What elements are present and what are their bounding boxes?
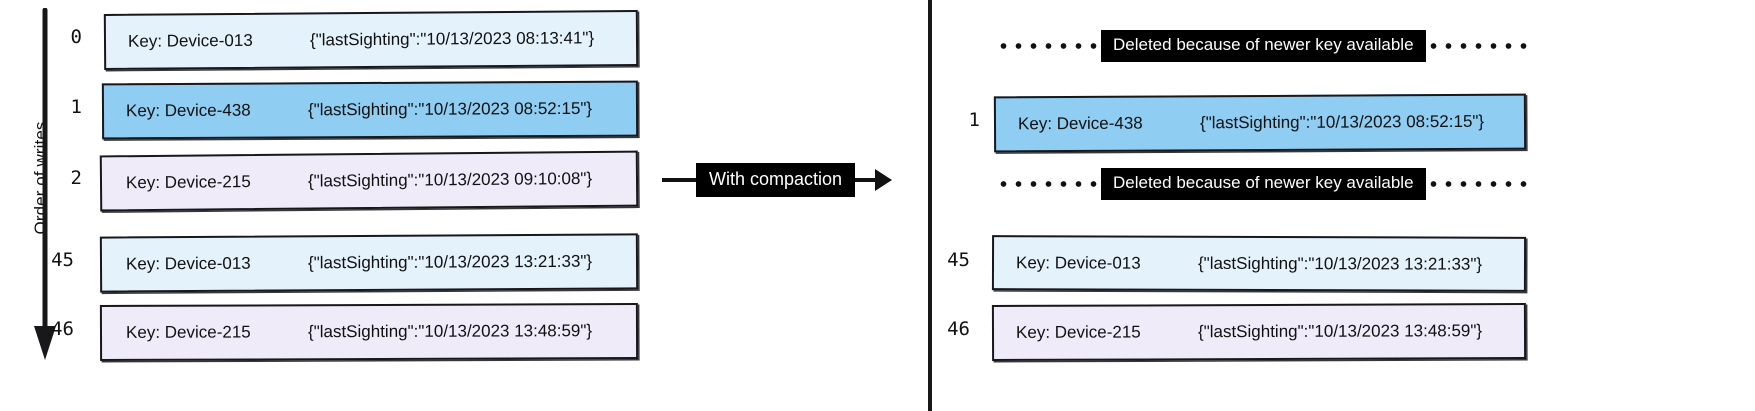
dotted-line-right xyxy=(1425,42,1534,49)
record-key: Key: Device-438 xyxy=(1017,113,1143,134)
record-box[interactable]: Key: Device-438 {"lastSighting":"10/13/2… xyxy=(993,93,1527,153)
record-box[interactable]: Key: Device-013 {"lastSighting":"10/13/2… xyxy=(103,10,639,70)
row-index: 46 xyxy=(51,318,74,340)
deleted-note-label: Deleted because of newer key available xyxy=(1101,30,1426,62)
row-index: 1 xyxy=(968,109,980,131)
arrow-tail xyxy=(662,177,696,182)
row-index: 45 xyxy=(51,249,74,271)
dotted-line-right xyxy=(1425,180,1534,187)
arrow-shaft xyxy=(855,177,876,182)
down-arrow-icon xyxy=(32,7,58,360)
record-box[interactable]: Key: Device-215 {"lastSighting":"10/13/2… xyxy=(99,150,639,212)
right-arrow-icon xyxy=(875,168,893,191)
record-key: Key: Device-438 xyxy=(125,100,251,121)
with-compaction-label: With compaction xyxy=(696,163,856,197)
record-value: {"lastSighting":"10/13/2023 13:21:33"} xyxy=(307,251,593,273)
record-box[interactable]: Key: Device-215 {"lastSighting":"10/13/2… xyxy=(991,302,1527,362)
record-key: Key: Device-215 xyxy=(125,322,251,342)
with-compaction-arrow: With compaction xyxy=(662,163,893,197)
deleted-note-label: Deleted because of newer key available xyxy=(1101,168,1426,200)
record-value: {"lastSighting":"10/13/2023 09:10:08"} xyxy=(307,168,593,191)
row-index: 0 xyxy=(70,26,82,48)
record-box[interactable]: Key: Device-215 {"lastSighting":"10/13/2… xyxy=(99,302,639,362)
record-key: Key: Device-215 xyxy=(125,172,251,193)
panel-divider xyxy=(928,0,932,411)
record-key: Key: Device-215 xyxy=(1015,322,1141,342)
record-value: {"lastSighting":"10/13/2023 13:48:59"} xyxy=(1197,321,1483,342)
row-index: 46 xyxy=(947,318,970,340)
row-index: 1 xyxy=(70,96,82,118)
record-box[interactable]: Key: Device-013 {"lastSighting":"10/13/2… xyxy=(99,233,639,293)
record-value: {"lastSighting":"10/13/2023 13:48:59"} xyxy=(307,321,593,342)
record-value: {"lastSighting":"10/13/2023 08:52:15"} xyxy=(307,98,593,120)
record-value: {"lastSighting":"10/13/2023 13:21:33"} xyxy=(1197,253,1483,274)
dotted-line-left xyxy=(996,180,1101,187)
row-index: 2 xyxy=(70,167,82,189)
record-value: {"lastSighting":"10/13/2023 08:52:15"} xyxy=(1199,111,1485,133)
deleted-record-row: Deleted because of newer key available xyxy=(996,30,1534,62)
deleted-record-row: Deleted because of newer key available xyxy=(996,168,1534,200)
record-box[interactable]: Key: Device-013 {"lastSighting":"10/13/2… xyxy=(991,235,1527,292)
row-index: 45 xyxy=(947,249,970,271)
record-box[interactable]: Key: Device-438 {"lastSighting":"10/13/2… xyxy=(101,80,639,140)
record-key: Key: Device-013 xyxy=(125,253,251,274)
record-value: {"lastSighting":"10/13/2023 08:13:41"} xyxy=(309,28,595,50)
record-key: Key: Device-013 xyxy=(1015,252,1141,273)
dotted-line-left xyxy=(996,42,1101,49)
record-key: Key: Device-013 xyxy=(127,30,253,51)
